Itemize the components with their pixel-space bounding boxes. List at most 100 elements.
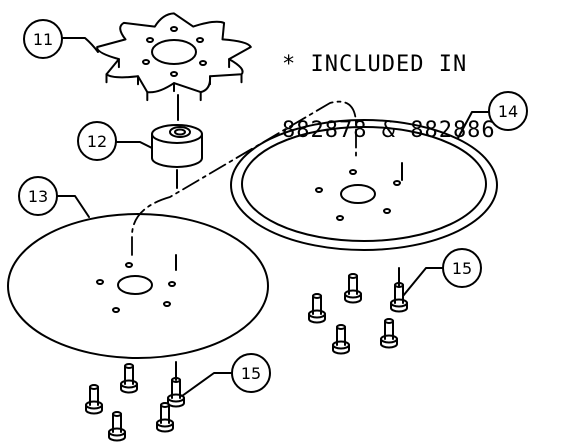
bearing-inner-race bbox=[174, 128, 186, 136]
callout-15-left-leader bbox=[181, 372, 233, 397]
callout-13-leader bbox=[56, 195, 90, 218]
left-plate-bolt-hole bbox=[112, 307, 120, 313]
callout-14-circle bbox=[488, 91, 528, 131]
callout-13-circle bbox=[18, 176, 58, 216]
right-plate-bolt-hole bbox=[315, 187, 323, 193]
sprocket-outline bbox=[96, 12, 252, 94]
bolt-head bbox=[108, 431, 126, 442]
right-plate-inner-rim bbox=[241, 126, 487, 242]
callout-12: 12 bbox=[77, 121, 153, 161]
bolt-tip bbox=[312, 293, 322, 299]
bolt-4 bbox=[156, 402, 174, 433]
callout-12-leader bbox=[116, 141, 153, 149]
bolt-tip bbox=[124, 363, 134, 369]
left-plate-center-hole bbox=[117, 275, 153, 295]
bolt-head-top bbox=[120, 379, 138, 389]
bolt-tip bbox=[89, 384, 99, 390]
bolt-tip bbox=[112, 411, 122, 417]
bolt-head-top bbox=[108, 427, 126, 437]
callout-15-left-circle bbox=[231, 353, 271, 393]
bolt-tip bbox=[336, 324, 346, 330]
bolt-head bbox=[85, 404, 103, 415]
bolt-head bbox=[380, 338, 398, 349]
bolt-2 bbox=[167, 377, 185, 408]
bolt-head-top bbox=[344, 289, 362, 299]
bolt-head bbox=[332, 344, 350, 355]
bolt-5 bbox=[108, 411, 126, 442]
bolt-head bbox=[308, 313, 326, 324]
callout-13: 13 bbox=[18, 176, 90, 218]
sprocket-bolt-hole bbox=[196, 37, 204, 43]
callout-14: 14 bbox=[457, 91, 528, 139]
sprocket-part bbox=[96, 12, 252, 121]
sprocket-center-hole bbox=[151, 39, 197, 65]
bolt-head bbox=[120, 383, 138, 394]
bolt-head-top bbox=[156, 418, 174, 428]
callout-15-left: 15 bbox=[181, 353, 271, 397]
bolt-tip bbox=[160, 402, 170, 408]
sprocket-bolt-hole bbox=[146, 37, 154, 43]
bolt-head-top bbox=[167, 393, 185, 403]
callout-11: 11 bbox=[23, 19, 99, 59]
sprocket-bolt-hole bbox=[170, 71, 178, 77]
callout-12-label: 12 bbox=[87, 132, 107, 151]
right-plate-center-hole bbox=[340, 184, 376, 204]
bolt-1 bbox=[120, 363, 138, 394]
callout-11-label: 11 bbox=[33, 30, 53, 49]
right-plate-bolt-hole bbox=[349, 169, 357, 175]
callout-15-right-circle bbox=[442, 248, 482, 288]
bolt-head bbox=[344, 293, 362, 304]
callout-15-right-leader bbox=[402, 267, 444, 297]
bolt-head-top bbox=[85, 400, 103, 410]
bearing-top-face bbox=[151, 124, 203, 144]
callout-13-label: 13 bbox=[28, 187, 48, 206]
bolt-head bbox=[156, 422, 174, 433]
bolt-head-top bbox=[380, 334, 398, 344]
callout-14-label: 14 bbox=[498, 102, 518, 121]
bolt-3 bbox=[308, 293, 326, 324]
right-plate-bolt-hole bbox=[336, 215, 344, 221]
bearing-body bbox=[151, 133, 203, 168]
callout-15-right-label: 15 bbox=[452, 259, 472, 278]
assembly-path-line bbox=[131, 100, 357, 256]
bolt-head-top bbox=[390, 298, 408, 308]
left-plate-bolt-hole bbox=[168, 281, 176, 287]
callout-15-right: 15 bbox=[402, 248, 482, 297]
sprocket-edge bbox=[105, 58, 243, 102]
bolt-4 bbox=[380, 318, 398, 349]
callout-14-leader bbox=[457, 111, 490, 139]
right-plate-outer-rim bbox=[230, 119, 498, 251]
bolt-head-top bbox=[308, 309, 326, 319]
bolt-3 bbox=[85, 384, 103, 415]
right-bolt-group bbox=[308, 273, 408, 355]
bolt-head bbox=[390, 302, 408, 313]
bolt-head-top bbox=[332, 340, 350, 350]
bearing-bore bbox=[169, 126, 191, 138]
sprocket-bolt-hole bbox=[170, 26, 178, 32]
callout-15-left-label: 15 bbox=[241, 364, 261, 383]
sprocket-bolt-hole bbox=[199, 60, 207, 66]
left-plate-outline bbox=[7, 213, 269, 359]
right-plate-bolt-hole bbox=[383, 208, 391, 214]
left-plate-bolt-hole bbox=[96, 279, 104, 285]
bolt-tip bbox=[171, 377, 181, 383]
note-line-1: * INCLUDED IN bbox=[282, 52, 468, 77]
left-bolt-group bbox=[85, 363, 185, 442]
callout-12-circle bbox=[77, 121, 117, 161]
left-plate-part bbox=[7, 213, 269, 381]
left-plate-bolt-hole bbox=[125, 262, 133, 268]
sprocket-bolt-hole bbox=[142, 59, 150, 65]
bolt-5 bbox=[332, 324, 350, 355]
bolt-2 bbox=[390, 282, 408, 313]
callout-11-circle bbox=[23, 19, 63, 59]
right-plate-part bbox=[230, 119, 498, 288]
bolt-tip bbox=[394, 282, 404, 288]
right-plate-bolt-hole bbox=[393, 180, 401, 186]
callout-11-leader bbox=[61, 37, 99, 53]
bolt-1 bbox=[344, 273, 362, 304]
left-plate-bolt-hole bbox=[163, 301, 171, 307]
bolt-tip bbox=[384, 318, 394, 324]
bolt-tip bbox=[348, 273, 358, 279]
bearing-part bbox=[151, 124, 203, 189]
